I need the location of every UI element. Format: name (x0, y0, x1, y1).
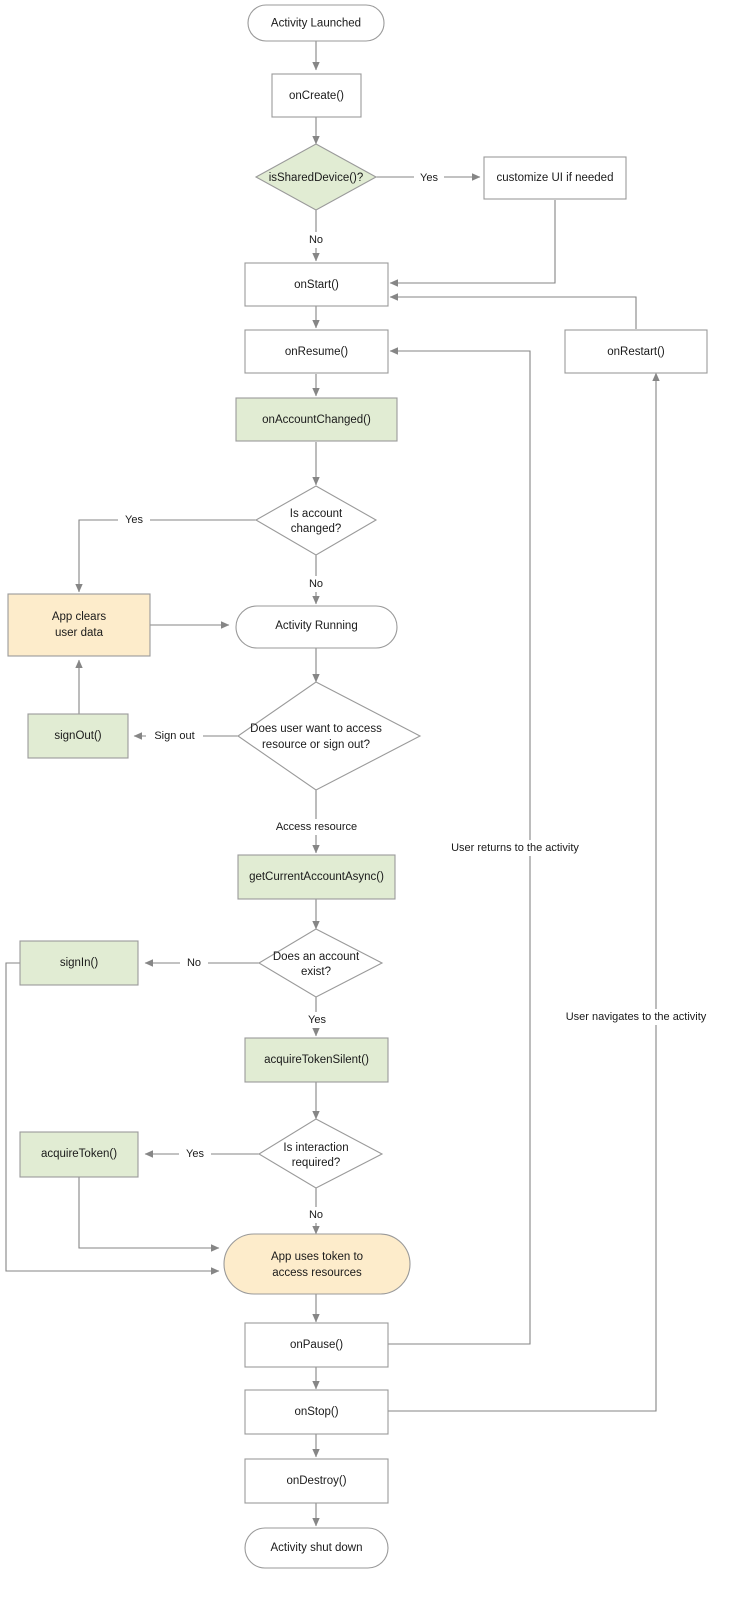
node-on-restart[interactable]: onRestart() (564, 329, 708, 374)
node-app-clears-user-data-label-line2: user data (55, 627, 104, 639)
node-sign-in[interactable]: signIn() (19, 940, 139, 986)
node-is-shared-device[interactable]: isSharedDevice()? (254, 143, 378, 211)
edge-label-access-resource: Access resource (276, 821, 357, 833)
node-on-restart-label: onRestart() (607, 346, 665, 358)
node-access-or-signout-label-line2: resource or sign out? (262, 739, 370, 751)
node-activity-shut-down-label: Activity shut down (270, 1542, 362, 1554)
edge-label-interaction-no: No (309, 1209, 323, 1221)
node-app-uses-token-label-line2: access resources (272, 1267, 362, 1279)
edge-onrestart-to-onstart (389, 293, 637, 329)
node-on-destroy-label: onDestroy() (286, 1475, 346, 1487)
node-access-or-signout[interactable]: Does user want to access resource or sig… (237, 681, 422, 791)
edge-label-shared-device-no: No (309, 234, 323, 246)
edge-label-user-returns: User returns to the activity (451, 842, 579, 854)
node-activity-running-label: Activity Running (275, 620, 357, 632)
node-on-resume-label: onResume() (285, 346, 348, 358)
node-is-interaction-required-label-line2: required? (292, 1157, 341, 1169)
node-acquire-token[interactable]: acquireToken() (19, 1131, 139, 1178)
edge-onstop-to-onrestart (387, 372, 660, 1412)
node-activity-running[interactable]: Activity Running (235, 605, 398, 649)
node-get-current-account-async-label: getCurrentAccountAsync() (249, 871, 384, 883)
node-on-start-label: onStart() (294, 279, 339, 291)
node-app-uses-token[interactable]: App uses token to access resources (223, 1233, 411, 1295)
node-acquire-token-silent[interactable]: acquireTokenSilent() (244, 1037, 389, 1083)
edge-labels: Yes No Yes No Sign out Access resource N… (118, 169, 717, 1223)
edge-label-sign-out: Sign out (154, 730, 194, 742)
node-sign-out-label: signOut() (54, 730, 101, 742)
node-on-resume[interactable]: onResume() (244, 329, 389, 374)
edge-signin-to-appusestoken (5, 962, 220, 1275)
node-customize-ui-label: customize UI if needed (497, 172, 614, 184)
node-activity-launched[interactable]: Activity Launched (247, 4, 385, 42)
node-is-account-changed-label-line2: changed? (291, 523, 342, 535)
edge-label-shared-device-yes: Yes (420, 172, 438, 184)
edge-label-account-exist-no: No (187, 957, 201, 969)
node-is-interaction-required[interactable]: Is interaction required? (257, 1118, 384, 1189)
node-on-stop[interactable]: onStop() (244, 1389, 389, 1435)
node-does-account-exist[interactable]: Does an account exist? (257, 928, 384, 998)
node-customize-ui[interactable]: customize UI if needed (483, 156, 627, 200)
node-sign-in-label: signIn() (60, 957, 99, 969)
node-get-current-account-async[interactable]: getCurrentAccountAsync() (237, 854, 396, 900)
edge-label-account-changed-yes: Yes (125, 514, 143, 526)
node-app-uses-token-label-line1: App uses token to (271, 1251, 363, 1263)
edge-label-user-navigates: User navigates to the activity (566, 1011, 707, 1023)
node-acquire-token-silent-label: acquireTokenSilent() (264, 1054, 369, 1066)
edge-label-account-changed-no: No (309, 578, 323, 590)
node-on-pause-label: onPause() (290, 1339, 343, 1351)
node-access-or-signout-label-line1: Does user want to access (250, 723, 382, 735)
node-on-account-changed[interactable]: onAccountChanged() (235, 397, 398, 442)
node-on-account-changed-label: onAccountChanged() (262, 414, 371, 426)
edge-label-interaction-yes: Yes (186, 1148, 204, 1160)
node-sign-out[interactable]: signOut() (27, 713, 129, 759)
node-app-clears-user-data-label-line1: App clears (52, 611, 107, 623)
node-on-destroy[interactable]: onDestroy() (244, 1458, 389, 1504)
node-does-account-exist-label-line1: Does an account (273, 951, 360, 963)
edge-label-account-exist-yes: Yes (308, 1014, 326, 1026)
node-activity-shut-down[interactable]: Activity shut down (244, 1527, 389, 1569)
node-on-stop-label: onStop() (294, 1406, 338, 1418)
edge-accountchanged-yes-appclears (75, 519, 256, 593)
edge-acquiretoken-to-appusestoken (78, 1177, 220, 1252)
node-app-clears-user-data[interactable]: App clears user data (7, 593, 151, 657)
edge-customize-to-onstart (389, 200, 556, 287)
node-is-interaction-required-label-line1: Is interaction (283, 1142, 348, 1154)
node-on-create-label: onCreate() (289, 90, 344, 102)
node-is-account-changed-label-line1: Is account (290, 508, 343, 520)
node-on-start[interactable]: onStart() (244, 262, 389, 307)
node-on-pause[interactable]: onPause() (244, 1322, 389, 1368)
node-on-create[interactable]: onCreate() (271, 73, 362, 118)
node-acquire-token-label: acquireToken() (41, 1148, 117, 1160)
node-does-account-exist-label-line2: exist? (301, 966, 331, 978)
node-is-shared-device-label: isSharedDevice()? (269, 172, 364, 184)
node-activity-launched-label: Activity Launched (271, 18, 361, 30)
node-is-account-changed[interactable]: Is account changed? (254, 485, 378, 556)
